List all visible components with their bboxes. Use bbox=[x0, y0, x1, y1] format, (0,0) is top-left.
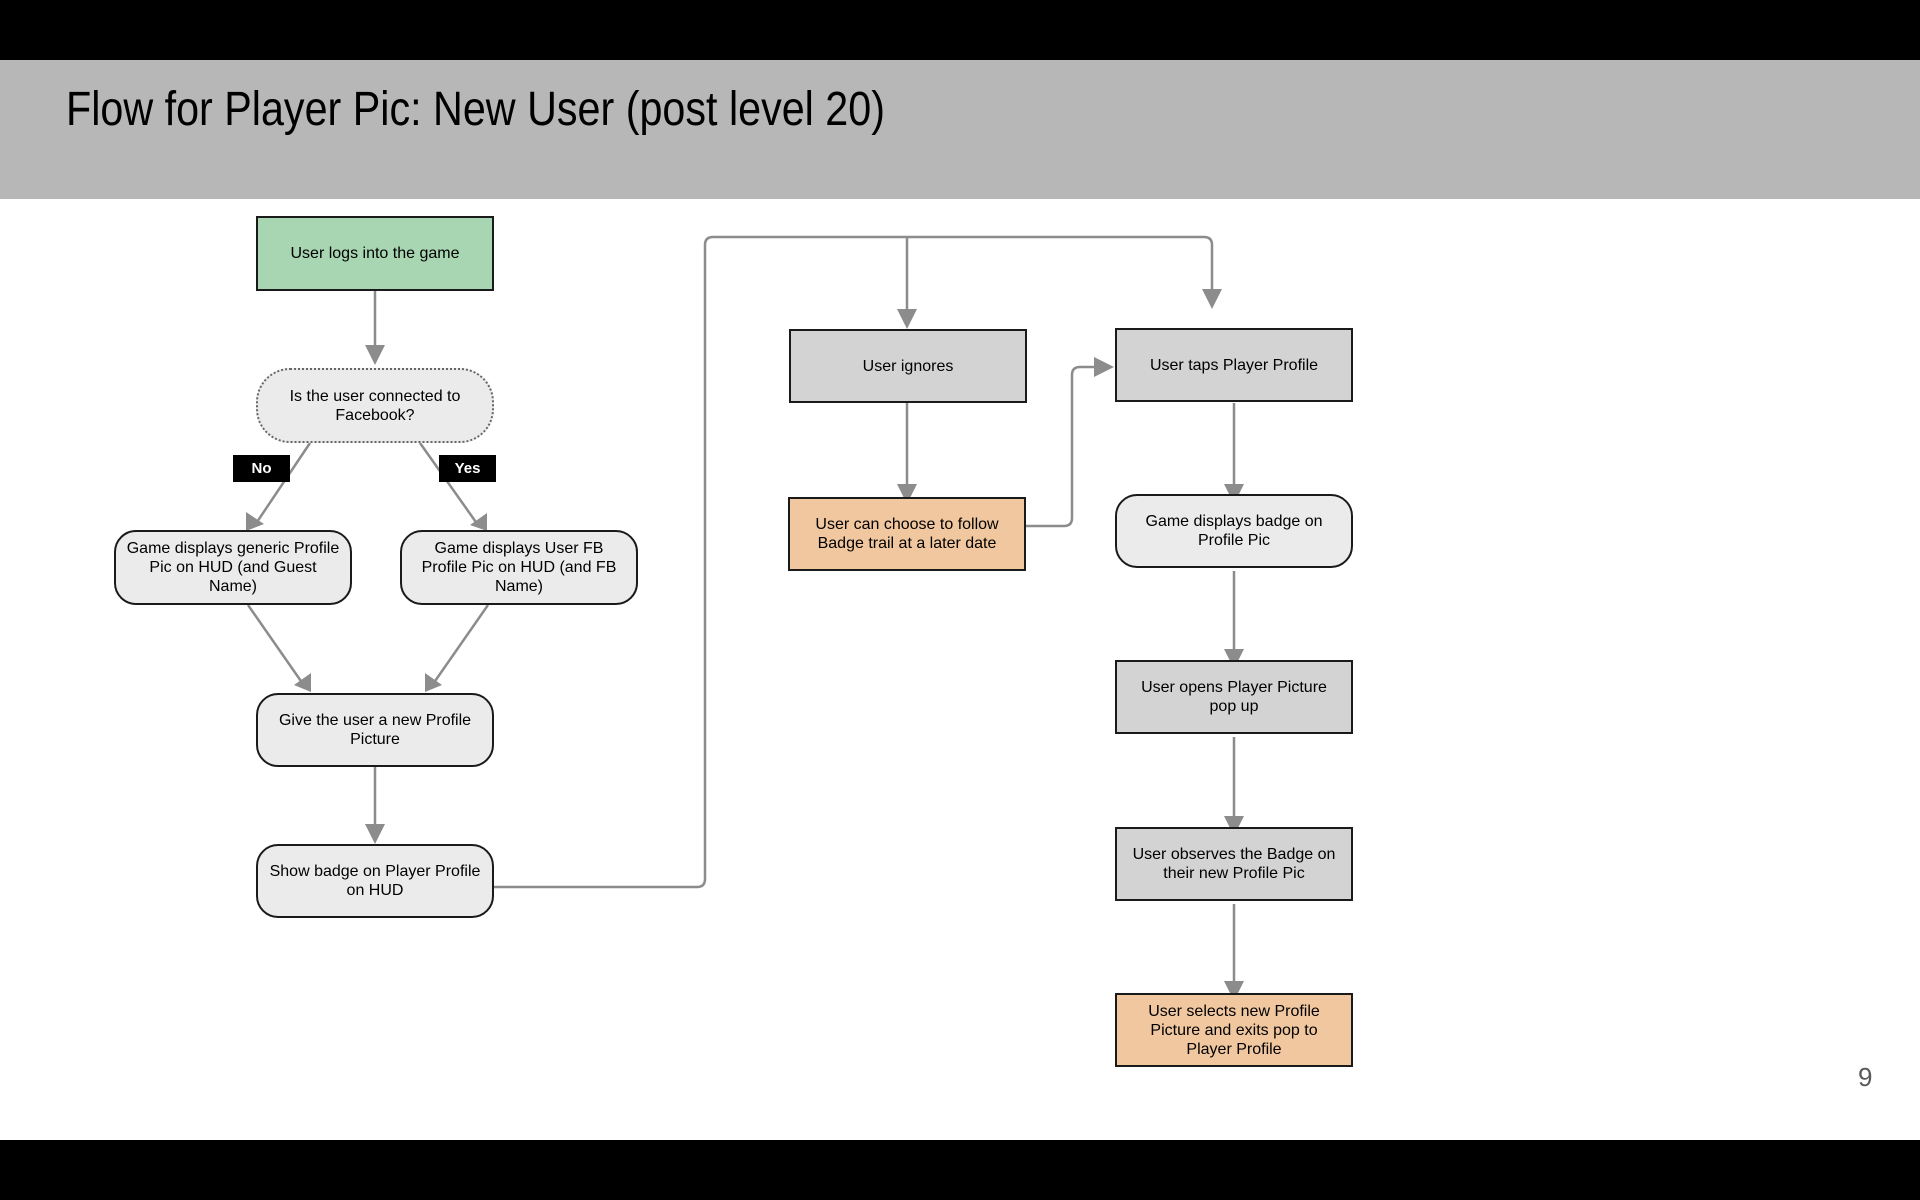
node-user-ignores: User ignores bbox=[789, 329, 1027, 403]
node-label: User ignores bbox=[862, 357, 954, 375]
arrowhead bbox=[1094, 357, 1114, 377]
arrowhead bbox=[246, 512, 264, 531]
arrowhead bbox=[470, 513, 487, 531]
connector-question-to-fb bbox=[418, 442, 480, 526]
decision-node-facebook-connected: Is the user connected to Facebook? bbox=[256, 368, 494, 443]
connector-generic-to-newpic bbox=[246, 604, 305, 685]
node-label: Is the user connected to Facebook? bbox=[289, 387, 461, 424]
connector-follow-to-taps bbox=[1026, 365, 1096, 528]
arrowhead bbox=[897, 309, 917, 329]
arrowhead bbox=[1224, 649, 1244, 669]
arrowhead bbox=[1224, 816, 1244, 836]
node-badge-on-profile-pic: Game displays badge on Profile Pic bbox=[1115, 494, 1353, 568]
slide: Flow for Player Pic: New User (post leve… bbox=[0, 60, 1920, 1140]
arrowhead bbox=[1202, 289, 1222, 309]
flow-connectors bbox=[246, 235, 1244, 1001]
node-fb-profile-pic: Game displays User FB Profile Pic on HUD… bbox=[400, 530, 638, 605]
arrowhead bbox=[365, 345, 385, 365]
node-label: User can choose to follow Badge trail at… bbox=[815, 516, 999, 552]
start-node-user-logs-in: User logs into the game bbox=[256, 216, 494, 291]
branch-label-no: No bbox=[233, 455, 290, 482]
arrowhead bbox=[365, 824, 385, 844]
connector-badge-to-branches bbox=[494, 235, 1214, 889]
node-label: User logs into the game bbox=[290, 245, 460, 262]
node-generic-profile-pic: Game displays generic Profile Pic on HUD… bbox=[114, 530, 352, 605]
branch-label-yes: Yes bbox=[439, 455, 496, 482]
node-taps-player-profile: User taps Player Profile bbox=[1115, 328, 1353, 402]
node-label: User selects new Profile Picture and exi… bbox=[1148, 1002, 1320, 1058]
arrowhead bbox=[425, 673, 442, 692]
node-follow-later: User can choose to follow Badge trail at… bbox=[788, 497, 1026, 571]
node-label: User taps Player Profile bbox=[1149, 356, 1319, 374]
slide-title: Flow for Player Pic: New User (post leve… bbox=[66, 83, 885, 136]
connector-question-to-generic bbox=[253, 442, 312, 526]
arrowhead bbox=[294, 673, 311, 692]
node-label: User observes the Badge on their new Pro… bbox=[1132, 846, 1336, 882]
node-show-badge: Show badge on Player Profile on HUD bbox=[256, 844, 494, 918]
title-bar: Flow for Player Pic: New User (post leve… bbox=[0, 60, 1920, 199]
node-label: User opens Player Picture pop up bbox=[1141, 679, 1327, 715]
node-new-profile-picture: Give the user a new Profile Picture bbox=[256, 693, 494, 767]
node-observes-badge: User observes the Badge on their new Pro… bbox=[1115, 827, 1353, 901]
arrowhead bbox=[897, 484, 917, 504]
node-opens-picture-popup: User opens Player Picture pop up bbox=[1115, 660, 1353, 734]
page-number: 9 bbox=[1858, 1062, 1873, 1092]
node-label: Show badge on Player Profile on HUD bbox=[269, 863, 481, 899]
node-selects-new-picture: User selects new Profile Picture and exi… bbox=[1115, 993, 1353, 1067]
connector-fb-to-newpic bbox=[431, 604, 490, 685]
node-label: Game displays generic Profile Pic on HUD… bbox=[126, 540, 340, 595]
node-label: Game displays User FB Profile Pic on HUD… bbox=[421, 540, 617, 595]
node-label: Game displays badge on Profile Pic bbox=[1145, 513, 1323, 549]
node-label: Give the user a new Profile Picture bbox=[278, 712, 472, 748]
arrowhead bbox=[1224, 981, 1244, 1001]
